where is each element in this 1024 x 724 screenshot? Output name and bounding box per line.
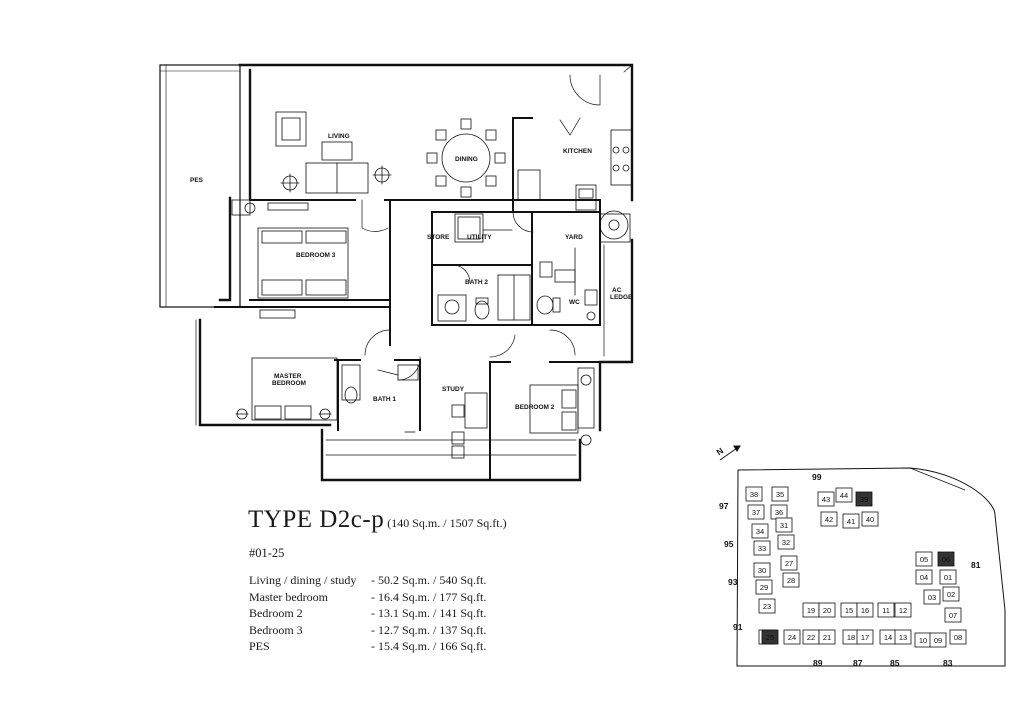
area-room: Bedroom 3 (249, 622, 303, 637)
master-bedroom-label-line1: MASTER (274, 373, 302, 380)
bedroom3-furniture (231, 199, 349, 299)
area-row: Bedroom 3 - 12.7 Sq.m. / 137 Sq.ft. (249, 622, 486, 639)
wc-label: WC (569, 299, 580, 306)
kitchen-label: KITCHEN (563, 148, 592, 155)
ac-ledge-label-line2: LEDGE (610, 294, 633, 301)
area-row: PES - 15.4 Sq.m. / 166 Sq.ft. (249, 638, 486, 655)
master-bedroom-label-line2: BEDROOM (272, 380, 306, 387)
bath2-label: BATH 2 (465, 279, 488, 286)
unit-size: (140 Sq.m. / 1507 Sq.ft.) (387, 516, 507, 530)
store-label: STORE (427, 234, 450, 241)
area-value: - 13.1 Sq.m. / 141 Sq.ft. (371, 606, 487, 620)
ac-ledge-label-line1: AC (612, 287, 622, 294)
doors (361, 74, 601, 381)
area-value: - 16.4 Sq.m. / 177 Sq.ft. (371, 589, 487, 604)
area-room: Bedroom 2 (249, 606, 303, 620)
study-label: STUDY (442, 386, 465, 393)
kitchen-fixtures (517, 129, 633, 243)
bedroom2-furniture (529, 367, 595, 446)
area-table: Living / dining / study - 50.2 Sq.m. / 54… (249, 572, 486, 655)
yard-label: YARD (565, 234, 583, 241)
area-value: - 15.4 Sq.m. / 166 Sq.ft. (371, 639, 487, 653)
area-value: - 50.2 Sq.m. / 540 Sq.ft. (371, 573, 487, 587)
pes-label: PES (190, 177, 204, 184)
master-bedroom-furniture (235, 309, 338, 421)
utility-fixtures (454, 213, 576, 296)
study-furniture (451, 392, 488, 459)
pes-area (159, 64, 241, 308)
area-row: Living / dining / study - 50.2 Sq.m. / 54… (249, 572, 486, 589)
dining-table (426, 118, 506, 198)
living-label: LIVING (328, 133, 350, 140)
unit-number: #01-25 (249, 546, 285, 560)
bedroom3-label: BEDROOM 3 (296, 252, 336, 259)
bedroom2-label: BEDROOM 2 (515, 404, 555, 411)
living-furniture (275, 111, 392, 194)
dining-label: DINING (455, 156, 478, 163)
external-walls (198, 63, 634, 482)
unit-type-title: TYPE D2c-p(140 Sq.m. / 1507 Sq.ft.) (248, 506, 507, 534)
bath1-fixtures (341, 364, 419, 433)
area-room: PES (249, 639, 270, 653)
internal-walls (214, 117, 601, 481)
area-value: - 12.7 Sq.m. / 137 Sq.ft. (371, 622, 487, 637)
area-room: Living / dining / study (249, 573, 357, 587)
area-room: Master bedroom (249, 589, 328, 604)
bath1-label: BATH 1 (373, 396, 396, 403)
utility-label: UTILITY (467, 234, 492, 241)
area-row: Master bedroom - 16.4 Sq.m. / 177 Sq.ft. (249, 589, 486, 606)
unit-type: TYPE D2c-p (248, 506, 385, 533)
area-row: Bedroom 2 - 13.1 Sq.m. / 141 Sq.ft. (249, 605, 486, 622)
bath2-fixtures (437, 274, 598, 322)
